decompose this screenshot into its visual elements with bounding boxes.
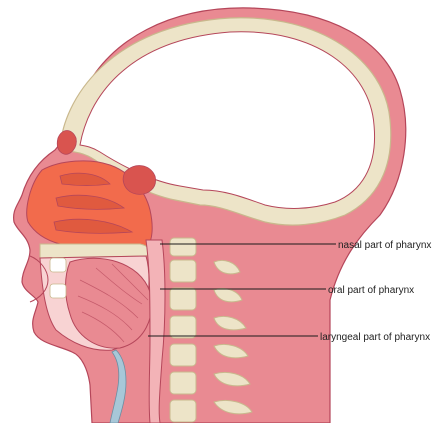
label-oral-part-of-pharynx: oral part of pharynx [328, 285, 414, 296]
vertebra-2 [170, 260, 196, 282]
vertebra-6 [170, 372, 196, 394]
vertebra-1 [170, 238, 196, 256]
label-laryngeal-part-of-pharynx: laryngeal part of pharynx [320, 332, 430, 343]
sphenoid-sinus [123, 166, 155, 195]
vertebra-5 [170, 344, 196, 366]
vertebra-3 [170, 288, 196, 310]
lower-tooth [50, 284, 66, 298]
vertebra-4 [170, 316, 196, 338]
cervical-vertebrae [170, 238, 196, 422]
upper-tooth [50, 258, 66, 272]
label-nasal-part-of-pharynx: nasal part of pharynx [338, 240, 431, 251]
vertebra-7 [170, 400, 196, 422]
